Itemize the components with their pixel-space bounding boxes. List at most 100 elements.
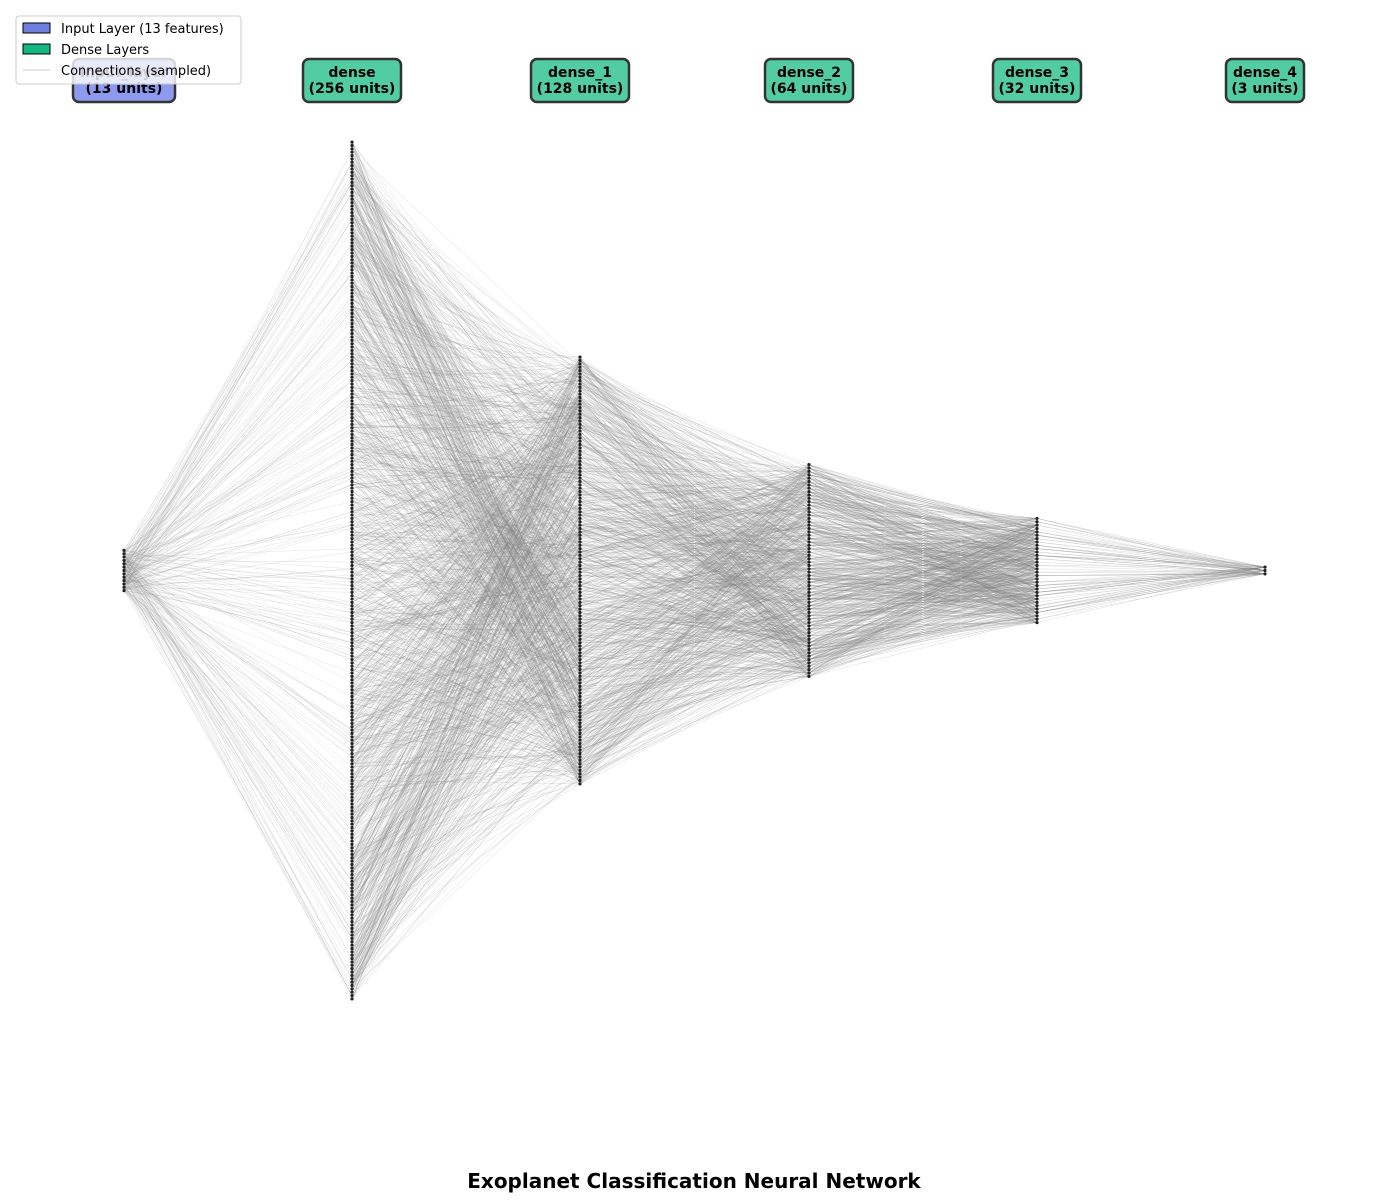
connection-line bbox=[351, 669, 581, 949]
connection-line bbox=[351, 356, 581, 402]
connection-line bbox=[351, 454, 581, 620]
connection-line bbox=[351, 444, 581, 546]
connection-line bbox=[351, 172, 581, 616]
connection-line bbox=[579, 447, 810, 496]
connection-line bbox=[351, 242, 581, 583]
connection-line bbox=[351, 356, 581, 479]
connection-line bbox=[351, 461, 581, 811]
neuron-node bbox=[350, 459, 354, 463]
connection-line bbox=[351, 427, 581, 553]
connection-line bbox=[579, 619, 810, 764]
connection-line bbox=[579, 477, 810, 637]
neuron-node bbox=[350, 254, 354, 258]
connection-line bbox=[579, 498, 810, 660]
connection-line bbox=[351, 192, 581, 532]
connection-line bbox=[351, 484, 581, 623]
connection-line bbox=[351, 417, 581, 959]
connection-line bbox=[579, 461, 810, 529]
connection-line bbox=[579, 571, 810, 603]
connection-line bbox=[351, 692, 581, 879]
neuron-node bbox=[578, 715, 582, 719]
connection-line bbox=[351, 319, 581, 371]
connection-line bbox=[579, 383, 810, 674]
connection-line bbox=[351, 639, 581, 761]
connection-line bbox=[123, 397, 353, 588]
connection-line bbox=[351, 488, 581, 986]
connection-line bbox=[123, 587, 353, 932]
connection-line bbox=[579, 508, 810, 711]
connection-line bbox=[579, 666, 810, 741]
layer-name: dense bbox=[328, 65, 375, 81]
neuron-node bbox=[350, 523, 354, 527]
connection-line bbox=[579, 464, 810, 583]
connection-line bbox=[579, 397, 810, 502]
neuron-node bbox=[807, 550, 811, 554]
connection-line bbox=[351, 410, 581, 737]
connection-line bbox=[351, 400, 581, 684]
connection-line bbox=[351, 575, 581, 731]
connection-line bbox=[579, 504, 810, 536]
connection-line bbox=[351, 461, 581, 989]
connection-line bbox=[579, 639, 810, 670]
connection-line bbox=[123, 182, 353, 581]
neuron-node bbox=[122, 575, 126, 579]
neuron-node bbox=[350, 355, 354, 359]
connection-line bbox=[351, 316, 581, 402]
connection-line bbox=[123, 560, 353, 623]
connection-line bbox=[579, 521, 810, 637]
neuron-node bbox=[350, 510, 354, 514]
connection-line bbox=[351, 585, 581, 798]
connection-line bbox=[351, 232, 581, 700]
connection-line bbox=[351, 719, 581, 771]
connection-line bbox=[351, 397, 581, 462]
connection-line bbox=[351, 262, 581, 375]
connection-line bbox=[351, 259, 581, 526]
connection-line bbox=[579, 471, 810, 657]
connection-line bbox=[351, 686, 581, 818]
connection-line bbox=[579, 575, 810, 590]
connection-line bbox=[579, 377, 810, 526]
connection-line bbox=[579, 481, 810, 701]
connection-line bbox=[579, 531, 810, 573]
connection-line bbox=[351, 400, 581, 761]
connection-line bbox=[351, 195, 581, 475]
connection-line bbox=[123, 353, 353, 578]
connection-line bbox=[351, 242, 581, 727]
connection-line bbox=[351, 534, 581, 600]
connection-line bbox=[579, 508, 810, 650]
neuron-node bbox=[350, 342, 354, 346]
connection-line bbox=[579, 471, 810, 610]
connection-line bbox=[579, 393, 810, 570]
neuron-node bbox=[807, 500, 811, 504]
connection-line bbox=[579, 491, 810, 559]
connection-line bbox=[351, 602, 581, 691]
connection-line bbox=[579, 524, 810, 650]
connection-line bbox=[579, 565, 810, 744]
connection-line bbox=[123, 567, 353, 946]
neuron-node bbox=[350, 893, 354, 897]
connection-line bbox=[351, 366, 581, 459]
connection-line bbox=[351, 682, 581, 805]
connection-line bbox=[351, 215, 581, 687]
neuron-node bbox=[350, 664, 354, 668]
neuron-node bbox=[350, 479, 354, 484]
connection-line bbox=[351, 635, 581, 701]
neuron-node bbox=[350, 150, 354, 154]
connection-line bbox=[123, 192, 353, 581]
connection-line bbox=[351, 434, 581, 932]
connection-line bbox=[351, 541, 581, 640]
connection-line bbox=[351, 595, 581, 825]
neuron-node bbox=[578, 728, 582, 732]
neuron-node bbox=[350, 610, 354, 615]
neuron-node bbox=[578, 731, 582, 736]
connection-line bbox=[351, 740, 581, 963]
connection-line bbox=[123, 580, 353, 889]
connection-line bbox=[351, 524, 581, 697]
connection-line bbox=[351, 424, 581, 556]
connection-line bbox=[351, 572, 581, 986]
connection-line bbox=[123, 573, 353, 768]
neuron-node bbox=[578, 573, 582, 578]
neuron-node bbox=[350, 473, 354, 477]
connection-line bbox=[579, 514, 810, 556]
connection-line bbox=[351, 360, 581, 858]
